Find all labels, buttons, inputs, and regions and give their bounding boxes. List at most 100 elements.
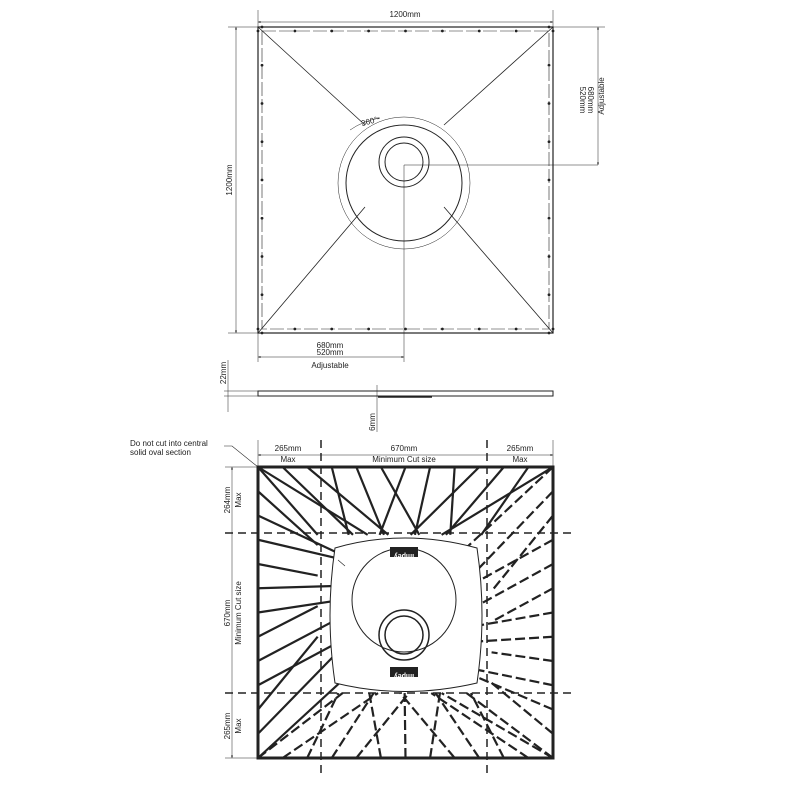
fixing-dot [551,29,555,33]
grid-rib [434,692,481,759]
left-bottom-note: Max [234,718,243,733]
grid-rib [257,466,369,536]
grid-rib [466,563,554,613]
thickness-label: 22mm [219,362,228,385]
grid-rib [413,466,432,536]
grid-rib [491,651,554,663]
grid-rib [441,692,554,759]
top-right-dim: 265mm [507,444,534,453]
grid-rib [491,587,554,623]
fixing-dot [404,327,407,331]
grid-rib [257,646,344,735]
bottom-dim-note: Adjustable [311,361,349,370]
grid-rib [449,466,456,535]
logo-text-bottom: Impey [394,672,414,679]
fixing-dot [547,255,551,258]
grid-rib [306,466,390,536]
grid-rib [330,466,350,536]
fixing-dot [260,25,264,29]
fixing-dot [547,140,551,144]
right-dim-note: Adjustable [597,77,606,115]
fixing-dot [514,29,518,33]
side-view [224,360,554,432]
grid-rib [465,692,554,759]
top-right-note: Max [512,455,527,464]
fixing-dot [547,102,551,105]
plan-inner-edge [261,30,550,330]
fixing-dot [551,327,555,331]
grid-rib [490,514,554,592]
cut-drain-plate [351,547,457,653]
cut-outlet-outer [378,609,430,661]
fixing-dot [547,216,551,220]
grid-rib [466,671,554,711]
logo-text-top: Impey [394,552,414,559]
fixing-dot [514,327,518,331]
grid-rib [399,692,456,759]
grid-rib [257,605,319,638]
grid-rib [490,682,554,735]
fixing-dot [477,29,481,33]
fixing-dot [477,327,481,331]
left-top-note: Max [234,492,243,507]
plan-fixing-dots [256,25,555,335]
grid-rib [441,466,554,536]
plan-outline [257,26,554,334]
grid-rib [257,466,319,536]
grid-rib [379,466,421,536]
grid-rib [465,490,554,582]
rotation-label: 360° [360,115,378,128]
left-top-dim: 264mm [223,486,232,513]
grid-rib [428,692,442,759]
grid-rib [469,692,505,759]
top-left-dim: 265mm [275,444,302,453]
fixing-dot [367,327,371,331]
side-profile [257,390,554,397]
fixing-dot [440,327,444,331]
grid-rib [430,692,530,759]
bottom-dim-top: 680mm [317,341,344,350]
fixing-dot [260,331,264,335]
grid-rib [330,692,375,759]
cut-note-line1: Do not cut into central [130,439,208,448]
grid-rib [257,615,344,662]
grid-rib [281,466,354,536]
left-center-dim: 670mm [223,599,232,626]
fixing-dot [547,63,551,67]
grid-rib [257,692,344,759]
grid-rib [257,562,318,577]
grid-rib [306,692,340,759]
fixing-dot [256,327,260,331]
fixing-dot [260,63,264,67]
fixing-dot [293,327,297,331]
fixing-dot [293,29,297,33]
cut-note-line2: solid oval section [130,448,191,457]
plan-height-label: 1200mm [225,164,234,195]
cut-view [224,440,575,775]
left-center-note: Minimum Cut size [234,581,243,645]
top-center-note: Minimum Cut size [372,455,436,464]
bottom-dim-bottom: 520mm [317,348,344,357]
fixing-dot [256,29,260,33]
fixing-dot [547,25,551,29]
logo-bottom: Impey [390,667,418,679]
grid-rib [368,692,382,759]
fixing-dot [440,29,444,33]
fixing-dot [547,331,551,335]
fixing-dot [547,178,551,182]
grid-rib [409,466,481,536]
fixing-dot [260,293,264,297]
fixing-dot [367,29,371,33]
fixing-dot [547,293,551,297]
fixing-dot [260,102,264,105]
grid-rib [257,490,319,546]
fixing-dot [260,216,264,220]
cut-outlet-inner [384,615,424,655]
grid-rib [480,466,530,536]
grid-rib [441,661,554,687]
logo-top: Impey [390,547,418,559]
grid-rib [281,692,379,759]
fixing-dot [260,255,264,258]
grid-rib [378,466,407,536]
